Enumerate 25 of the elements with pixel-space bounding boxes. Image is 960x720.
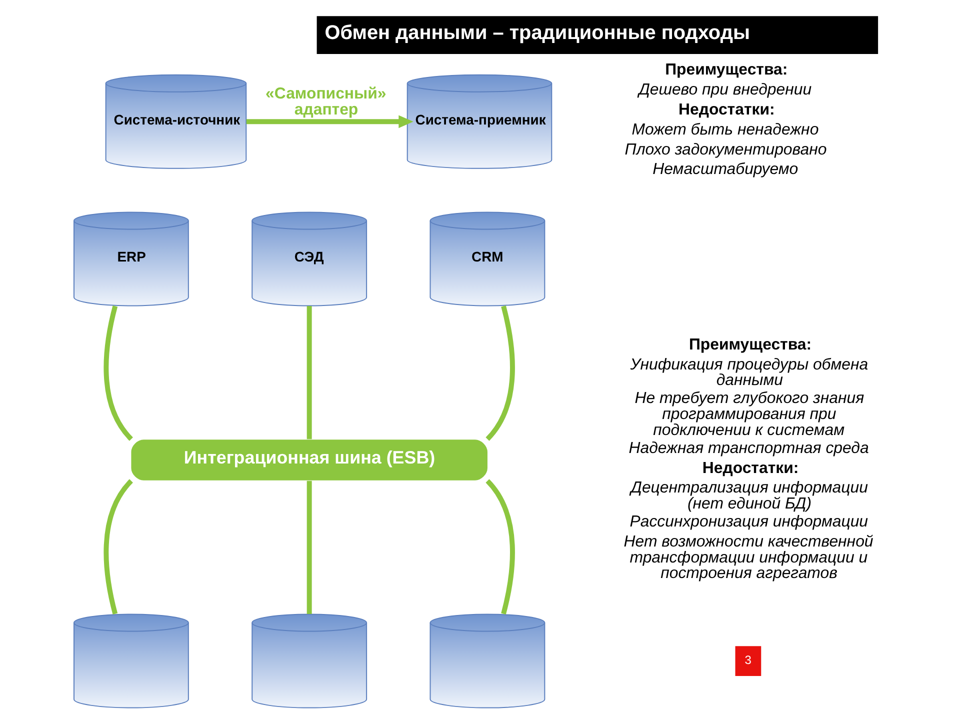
label: Унификация процедуры обмена данными xyxy=(630,356,868,390)
label: Дешево при внедрении xyxy=(638,82,812,99)
arrow xyxy=(246,115,414,128)
label: 3 xyxy=(744,653,752,668)
connector xyxy=(306,480,312,614)
label: Рассинхронизация информации xyxy=(630,513,868,530)
label: Плохо задокументировано xyxy=(624,141,827,158)
label: Может быть ненадежно xyxy=(632,121,819,138)
node-box: Интеграционная шина (ESB) xyxy=(131,440,488,480)
label: Преимущества: xyxy=(665,62,788,79)
edge-label: «Самописный» адаптер xyxy=(266,86,386,118)
label: Немасштабируемо xyxy=(652,161,798,178)
label: Децентрализация информации (нет единой БД) xyxy=(630,480,868,513)
label: Преимущества: xyxy=(688,336,812,354)
connector xyxy=(486,479,515,615)
connector xyxy=(104,306,134,441)
connector xyxy=(306,306,312,440)
label: Надежная транспортная среда xyxy=(628,440,869,457)
label: Недостатки: xyxy=(702,460,799,477)
diagram-title: Обмен данными – традиционные подходы xyxy=(324,22,750,44)
connector xyxy=(486,306,515,441)
label: Нет возможности качественной трансформации информации и построения агрегатов xyxy=(624,533,874,582)
label: Недостатки: xyxy=(678,102,775,118)
label: Не требует глубокого знания программирования при подключении к системам xyxy=(634,390,864,439)
connector xyxy=(104,479,134,615)
